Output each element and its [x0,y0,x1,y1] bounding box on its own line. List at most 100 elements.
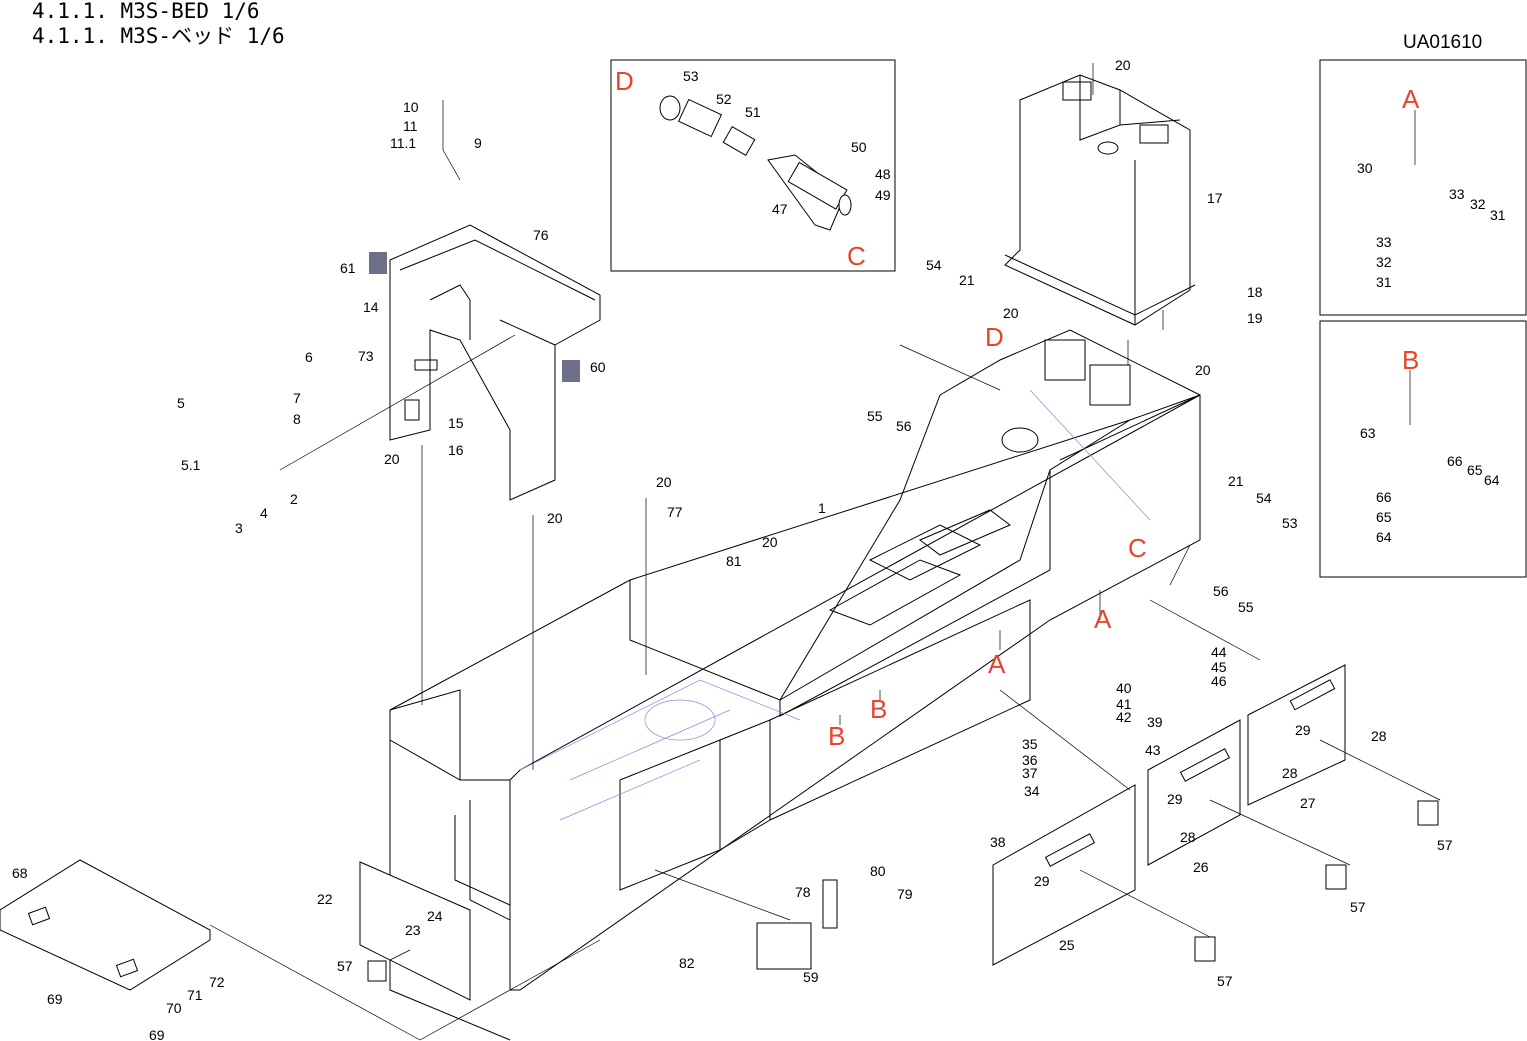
callout: 29 [1295,722,1311,738]
callout: 38 [990,834,1006,850]
callout-labels: 10 11 11.1 9 76 61 14 73 60 6 5 7 8 5.1 … [12,57,1506,1041]
ref-letter-b: B [828,721,845,751]
callout: 20 [547,510,563,526]
reference-letters: D C D C A A B B A B [615,66,1420,751]
detail-box-b [1319,320,1527,578]
callout: 44 [1211,644,1227,660]
callout: 33 [1449,186,1465,202]
callout: 2 [290,491,298,507]
bottom-cover [0,859,211,991]
callout: 64 [1484,472,1500,488]
callout: 61 [340,260,356,276]
callout: 76 [533,227,549,243]
callout: 9 [474,135,482,151]
callout: 3 [235,520,243,536]
callout: 66 [1447,453,1463,469]
callout: 27 [1300,795,1316,811]
page-title-ja: 4.1.1. M3S-ベッド 1/6 [32,24,285,48]
callout: 63 [1360,425,1376,441]
callout: 20 [1003,305,1019,321]
callout: 14 [363,299,379,315]
callout: 31 [1376,274,1392,290]
callout: 36 [1022,752,1038,768]
callout: 21 [959,272,975,288]
label-patch-60 [562,360,580,382]
callout: 64 [1376,529,1392,545]
callout: 20 [1115,57,1131,73]
callout: 69 [149,1027,165,1041]
callout: 78 [795,884,811,900]
callout: 10 [403,99,419,115]
callout: 8 [293,411,301,427]
ref-letter-c: C [1128,533,1147,563]
callout: 4 [260,505,268,521]
ref-letter-c: C [847,241,866,271]
callout: 29 [1167,791,1183,807]
callout: 80 [870,863,886,879]
callout: 19 [1247,310,1263,326]
callout: 24 [427,908,443,924]
callout: 11 [403,118,418,134]
callout: 60 [590,359,606,375]
ref-letter-b: B [1402,345,1419,375]
callout: 28 [1371,728,1387,744]
callout: 6 [305,349,313,365]
callout: 42 [1116,709,1132,725]
page-title-en: 4.1.1. M3S-BED 1/6 [32,0,260,23]
callout: 20 [1195,362,1211,378]
callout: 46 [1211,673,1227,689]
callout: 59 [803,969,819,985]
callout: 56 [896,418,912,434]
callout: 28 [1180,829,1196,845]
callout: 25 [1059,937,1075,953]
callout: 23 [405,922,421,938]
detail-box-a [1319,59,1527,316]
callout: 81 [726,553,742,569]
callout: 29 [1034,873,1050,889]
ref-letter-a: A [1402,84,1420,114]
callout: 35 [1022,736,1038,752]
callout: 32 [1376,254,1392,270]
callout: 39 [1147,714,1163,730]
callout: 1 [818,500,826,516]
callout: 53 [1282,515,1298,531]
ref-letter-a: A [988,649,1006,679]
bed-body [389,329,1201,1041]
callout: 37 [1022,765,1038,781]
document-id: UA01610 [1403,32,1483,53]
callout: 16 [448,442,464,458]
callout: 41 [1116,696,1132,712]
callout: 57 [1437,837,1453,853]
detail-box-d [610,59,896,272]
warning-labels [367,800,1439,982]
callout: 53 [683,68,699,84]
callout: 45 [1211,659,1227,675]
callout: 65 [1467,462,1483,478]
callout: 47 [772,201,788,217]
callout: 20 [656,474,672,490]
callout: 55 [1238,599,1254,615]
callout: 55 [867,408,883,424]
callout: 22 [317,891,333,907]
callout: 11.1 [390,135,416,151]
callout: 43 [1145,742,1161,758]
callout: 71 [187,987,203,1003]
callout: 17 [1207,190,1223,206]
leader-lines [209,63,1441,1041]
callout: 82 [679,955,695,971]
callout: 34 [1024,783,1040,799]
callout: 49 [875,187,891,203]
callout: 5 [177,395,185,411]
callout: 52 [716,91,732,107]
callout: 20 [762,534,778,550]
callout: 20 [384,451,400,467]
callout: 51 [745,104,761,120]
callout: 54 [1256,490,1272,506]
callout: 32 [1470,196,1486,212]
callout: 72 [209,974,225,990]
callout: 57 [337,958,353,974]
spindle-assembly [659,95,852,231]
ref-letter-d: D [615,66,634,96]
column [1004,74,1196,326]
